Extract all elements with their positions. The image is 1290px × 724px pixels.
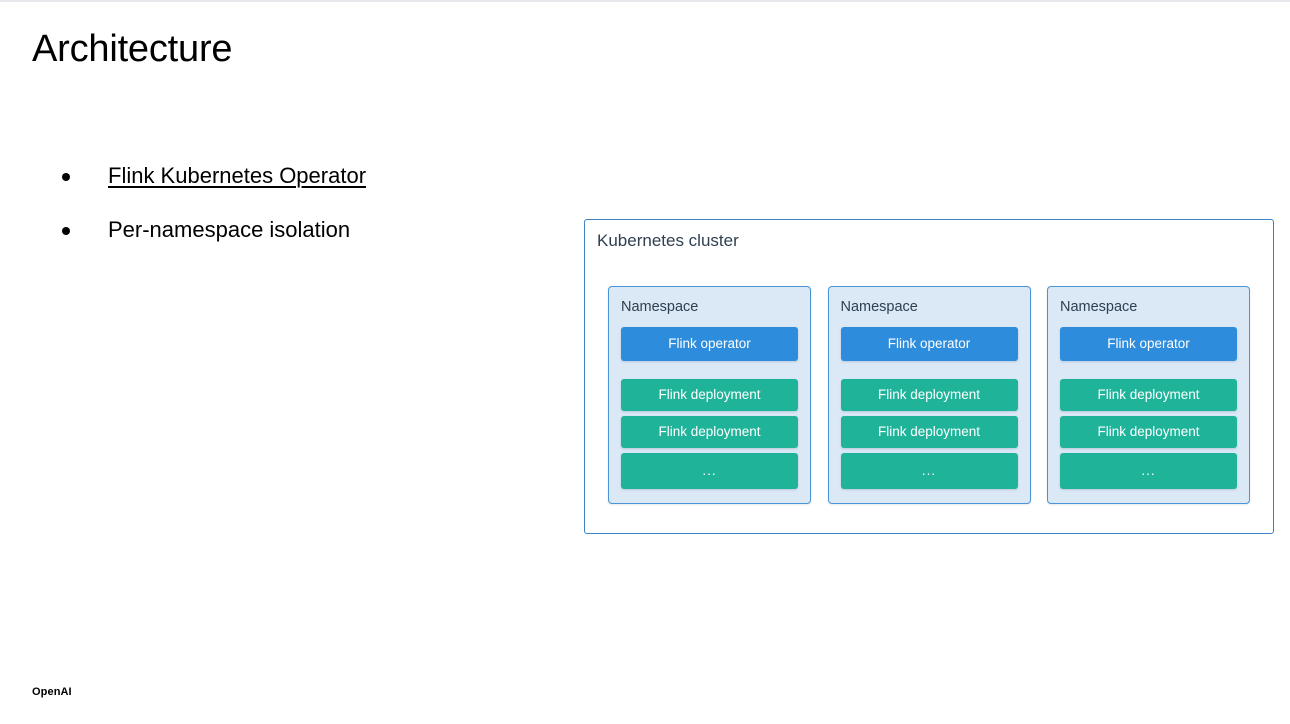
flink-deployment-node: Flink deployment	[840, 416, 1018, 448]
bullet-dot-icon	[62, 227, 70, 235]
flink-deployment-node: Flink deployment	[840, 379, 1018, 411]
namespace-group: Namespace Flink operator Flink deploymen…	[608, 286, 1250, 504]
kubernetes-cluster-box: Kubernetes cluster Namespace Flink opera…	[584, 219, 1274, 534]
kubernetes-cluster-label: Kubernetes cluster	[597, 231, 739, 250]
more-deployments-node: ...	[621, 453, 798, 489]
flink-deployment-node: Flink deployment	[621, 379, 798, 411]
openai-logo: OpenAI	[32, 686, 72, 698]
flink-operator-node: Flink operator	[840, 327, 1018, 361]
namespace-label: Namespace	[840, 299, 918, 315]
flink-operator-node: Flink operator	[1060, 327, 1237, 361]
namespace-label: Namespace	[621, 299, 699, 315]
namespace-box-2: Namespace Flink operator Flink deploymen…	[827, 286, 1031, 504]
page-title: Architecture	[32, 28, 233, 70]
list-item: Flink Kubernetes Operator	[56, 162, 536, 216]
flink-deployment-node: Flink deployment	[1060, 379, 1237, 411]
more-deployments-node: ...	[840, 453, 1018, 489]
namespace-box-1: Namespace Flink operator Flink deploymen…	[608, 286, 811, 504]
bullet-list: Flink Kubernetes Operator Per-namespace …	[56, 162, 536, 270]
list-item: Per-namespace isolation	[56, 216, 536, 270]
flink-operator-node: Flink operator	[621, 327, 798, 361]
flink-deployment-node: Flink deployment	[1060, 416, 1237, 448]
top-divider	[0, 0, 1290, 2]
flink-deployment-node: Flink deployment	[621, 416, 798, 448]
namespace-label: Namespace	[1060, 299, 1138, 315]
more-deployments-node: ...	[1060, 453, 1237, 489]
per-namespace-isolation-text: Per-namespace isolation	[108, 217, 351, 242]
flink-kubernetes-operator-link[interactable]: Flink Kubernetes Operator	[108, 163, 367, 188]
namespace-box-3: Namespace Flink operator Flink deploymen…	[1047, 286, 1250, 504]
bullet-dot-icon	[62, 173, 70, 181]
